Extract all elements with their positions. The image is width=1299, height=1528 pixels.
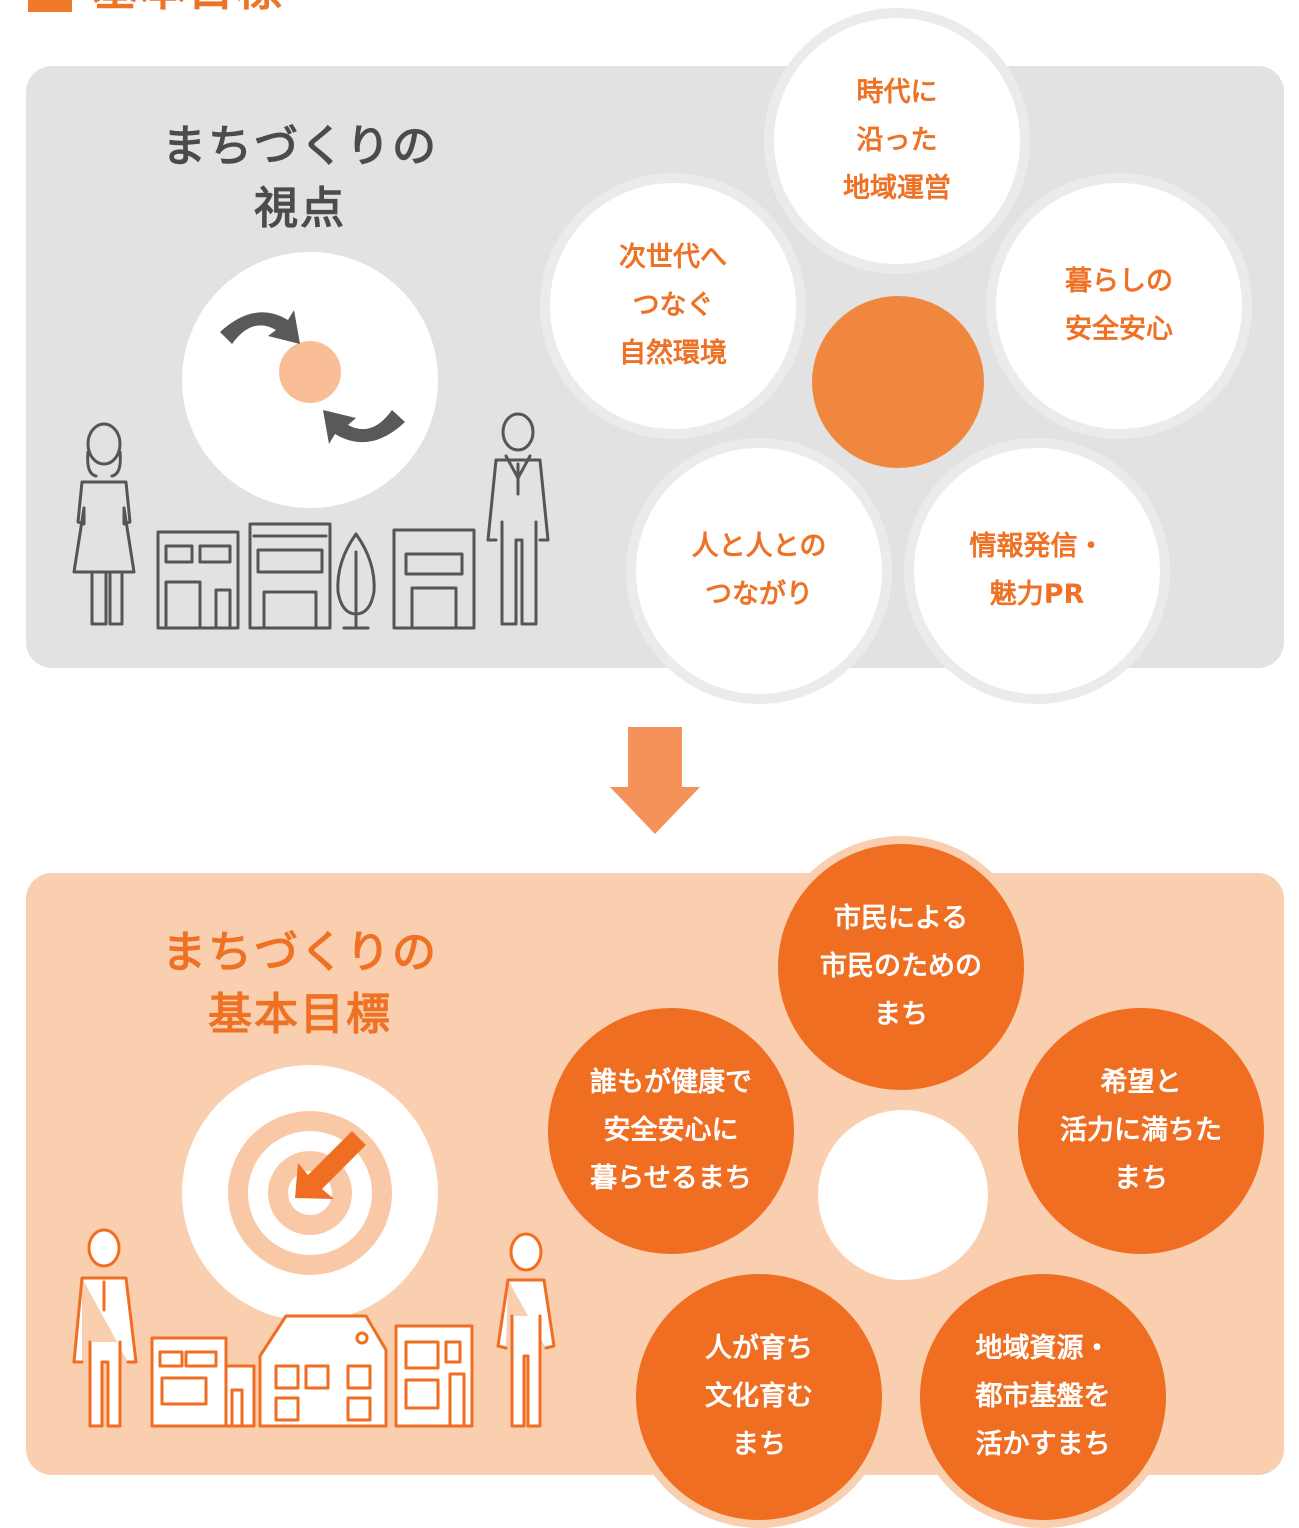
woman-icon <box>72 422 136 626</box>
cycle-arrow-icon <box>220 310 405 444</box>
goal-label: 希望と 活力に満ちた まち <box>1060 1067 1222 1194</box>
store-building-icon <box>248 522 332 630</box>
viewpoint-label: 暮らしの 安全安心 <box>1065 266 1173 345</box>
goal-label: 人が育ち 文化育む まち <box>705 1333 813 1460</box>
viewpoint-circle-regional-management: 時代に 沿った 地域運営 <box>764 8 1030 274</box>
viewpoint-circle-safety: 暮らしの 安全安心 <box>986 173 1252 439</box>
town-scene-illustration-goals <box>72 1228 556 1428</box>
goals-center-circle <box>818 1110 988 1280</box>
goal-label: 誰もが健康で 安全安心に 暮らせるまち <box>590 1067 752 1194</box>
viewpoint-label: 次世代へ つなぐ 自然環境 <box>619 242 727 369</box>
goals-title-line2: 基本目標 <box>208 989 392 1040</box>
woman-icon <box>496 1232 556 1428</box>
viewpoint-center-circle <box>812 296 984 468</box>
goal-circle-culture: 人が育ち 文化育む まち <box>628 1266 890 1528</box>
shop-building-icon <box>156 530 240 630</box>
viewpoint-circle-natural-environment: 次世代へ つなぐ 自然環境 <box>540 173 806 439</box>
viewpoint-label: 情報発信・ 魅力PR <box>969 531 1105 610</box>
cycle-center-dot <box>279 341 341 403</box>
goal-circle-local-resources: 地域資源・ 都市基盤を 活かすまち <box>912 1266 1174 1528</box>
goal-circle-citizens: 市民による 市民のための まち <box>770 836 1032 1098</box>
down-arrow-icon <box>610 727 700 834</box>
tree-icon <box>336 532 376 630</box>
goal-circle-hope-vitality: 希望と 活力に満ちた まち <box>1010 1000 1272 1262</box>
viewpoint-circle-pr: 情報発信・ 魅力PR <box>904 438 1170 704</box>
cycle-illustration <box>182 252 438 508</box>
page-heading: 基本目標 <box>92 0 284 12</box>
town-scene-illustration <box>72 412 550 630</box>
apartment-house-icon <box>258 1314 388 1428</box>
heading-marker <box>28 0 72 12</box>
viewpoint-title: まちづくりの 視点 <box>140 116 460 240</box>
viewpoint-title-line2: 視点 <box>254 183 346 234</box>
goal-label: 地域資源・ 都市基盤を 活かすまち <box>975 1333 1111 1460</box>
building-icon <box>394 1324 474 1428</box>
goals-title: まちづくりの 基本目標 <box>140 922 460 1046</box>
man-icon <box>486 412 550 626</box>
target-illustration <box>182 1065 438 1321</box>
office-building-icon <box>392 528 476 630</box>
target-arrow-icon <box>295 1131 366 1199</box>
goal-circle-health-safety: 誰もが健康で 安全安心に 暮らせるまち <box>540 1000 802 1262</box>
viewpoint-label: 時代に 沿った 地域運営 <box>843 77 951 204</box>
house-icon <box>150 1336 256 1428</box>
goals-title-line1: まちづくりの <box>162 927 438 978</box>
viewpoint-title-line1: まちづくりの <box>162 121 438 172</box>
viewpoint-circle-connections: 人と人との つながり <box>626 438 892 704</box>
man-icon <box>72 1228 138 1428</box>
viewpoint-label: 人と人との つながり <box>691 531 827 610</box>
goal-label: 市民による 市民のための まち <box>820 903 982 1030</box>
